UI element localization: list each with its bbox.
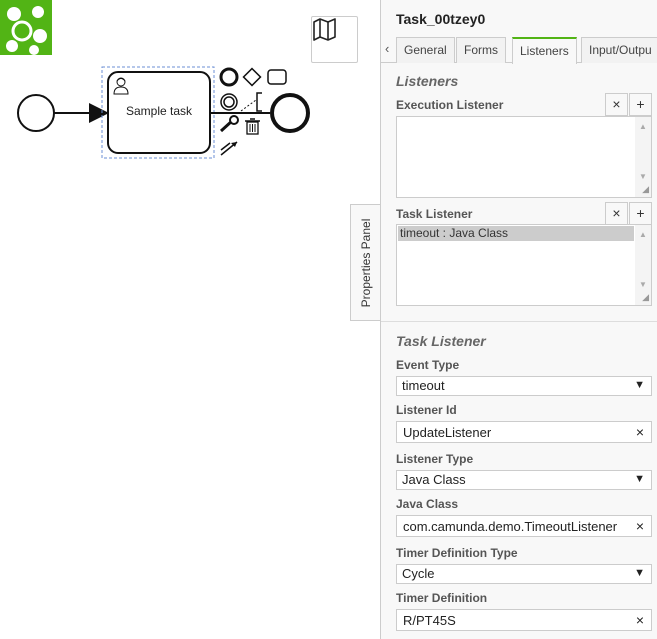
listener-type-select[interactable]: Java Class ▼: [396, 470, 652, 490]
dropdown-caret-icon: ▼: [634, 567, 645, 579]
event-type-value: timeout: [402, 378, 445, 393]
bpmn-io-logo-icon[interactable]: [0, 0, 52, 55]
scroll-up-icon[interactable]: ▲: [639, 122, 647, 131]
scrollbar[interactable]: ▲ ▼ ◢: [635, 117, 651, 197]
wrench-icon[interactable]: [219, 115, 239, 133]
element-id-title: Task_00tzey0: [396, 11, 486, 27]
event-type-label: Event Type: [396, 358, 460, 372]
properties-panel-toggle-label: Properties Panel: [359, 218, 373, 307]
execution-listener-list[interactable]: ▲ ▼ ◢: [396, 116, 652, 198]
append-gateway-icon[interactable]: [242, 67, 262, 87]
java-class-label: Java Class: [396, 497, 459, 511]
map-icon: [313, 18, 336, 41]
end-event[interactable]: [270, 93, 310, 133]
listener-type-value: Java Class: [402, 472, 466, 487]
java-class-input[interactable]: com.camunda.demo.TimeoutListener ×: [396, 515, 652, 537]
dropdown-caret-icon: ▼: [634, 379, 645, 391]
java-class-value: com.camunda.demo.TimeoutListener: [403, 519, 618, 534]
add-task-listener-button[interactable]: +: [629, 202, 652, 225]
scrollbar[interactable]: ▲ ▼ ◢: [635, 225, 651, 305]
text-annotation-icon[interactable]: [240, 92, 262, 112]
add-execution-listener-button[interactable]: +: [629, 93, 652, 116]
connect-icon[interactable]: [220, 141, 238, 156]
clear-icon[interactable]: ×: [635, 424, 644, 440]
tab-forms[interactable]: Forms: [456, 37, 506, 63]
resize-grip-icon[interactable]: ◢: [642, 292, 649, 302]
scroll-up-icon[interactable]: ▲: [639, 230, 647, 239]
tab-scroll-left-icon[interactable]: ‹: [385, 41, 390, 56]
user-task-icon: [113, 77, 129, 95]
clear-icon[interactable]: ×: [635, 612, 644, 628]
tab-input-output[interactable]: Input/Outpu: [581, 37, 657, 63]
minimap-toggle-button[interactable]: [311, 16, 358, 63]
properties-panel: Task_00tzey0 ‹ General Forms Listeners I…: [380, 0, 657, 639]
task-label: Sample task: [125, 104, 193, 118]
timer-definition-type-select[interactable]: Cycle ▼: [396, 564, 652, 584]
trash-icon[interactable]: [245, 118, 260, 135]
listener-id-label: Listener Id: [396, 403, 457, 417]
properties-panel-toggle[interactable]: Properties Panel: [350, 204, 381, 321]
resize-grip-icon[interactable]: ◢: [642, 184, 649, 194]
task-listener-label: Task Listener: [396, 207, 473, 221]
listener-id-value: UpdateListener: [403, 425, 492, 440]
event-type-select[interactable]: timeout ▼: [396, 376, 652, 396]
remove-task-listener-button[interactable]: ×: [605, 202, 628, 225]
listener-id-input[interactable]: UpdateListener ×: [396, 421, 652, 443]
timer-definition-label: Timer Definition: [396, 591, 488, 605]
group-title-task-listener: Task Listener: [396, 333, 486, 349]
tab-bar: ‹ General Forms Listeners Input/Outpu: [381, 37, 657, 64]
scroll-down-icon[interactable]: ▼: [639, 172, 647, 181]
tab-general[interactable]: General: [396, 37, 455, 63]
timer-definition-value: R/PT45S: [403, 613, 456, 628]
timer-definition-type-value: Cycle: [402, 566, 435, 581]
tab-listeners[interactable]: Listeners: [512, 37, 577, 64]
diagram-canvas[interactable]: Sample task Properties Panel: [0, 0, 381, 639]
task-listener-list[interactable]: timeout : Java Class ▲ ▼ ◢: [396, 224, 652, 306]
append-end-event-icon[interactable]: [219, 67, 239, 87]
start-event[interactable]: [17, 94, 55, 132]
clear-icon[interactable]: ×: [635, 518, 644, 534]
execution-listener-label: Execution Listener: [396, 98, 504, 112]
scroll-down-icon[interactable]: ▼: [639, 280, 647, 289]
group-title-listeners: Listeners: [396, 73, 459, 89]
remove-execution-listener-button[interactable]: ×: [605, 93, 628, 116]
append-task-icon[interactable]: [267, 69, 287, 85]
bpmn-diagram: [17, 66, 310, 159]
dropdown-caret-icon: ▼: [634, 473, 645, 485]
listener-type-label: Listener Type: [396, 452, 474, 466]
timer-definition-type-label: Timer Definition Type: [396, 546, 518, 560]
timer-definition-input[interactable]: R/PT45S ×: [396, 609, 652, 631]
list-item[interactable]: timeout : Java Class: [398, 226, 634, 241]
divider: [381, 321, 657, 322]
